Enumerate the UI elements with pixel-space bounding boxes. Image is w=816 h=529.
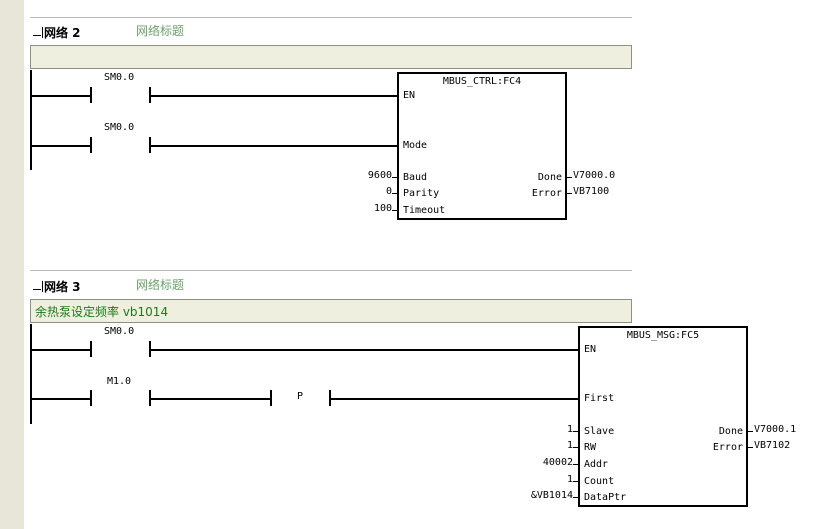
network-title[interactable]: 网络标题 [136,278,185,292]
block-name: MBUS_MSG:FC5 [626,330,700,341]
operand-dataptr[interactable]: &VB1014 [530,490,573,501]
output-pin-done: Done [718,426,743,437]
power-rail [30,70,32,170]
operand-baud[interactable]: 9600 [367,170,392,181]
network-separator [30,270,632,271]
contact-address: M1.0 [107,376,132,387]
contact-address: SM0.0 [104,122,135,133]
input-pin-first: First [584,393,615,404]
output-pin-error: Error [712,442,743,453]
editor-left-gutter [0,0,24,529]
operand-slave[interactable]: 1 [566,424,573,435]
positive-edge-contact[interactable] [270,390,272,406]
operand-count[interactable]: 1 [566,474,573,485]
collapse-toggle-icon[interactable] [32,281,43,292]
input-pin-slave: Slave [584,426,615,437]
operand-addr[interactable]: 40002 [542,457,573,468]
input-pin-count: Count [584,476,615,487]
input-pin-mode: Mode [403,140,428,151]
block-name: MBUS_CTRL:FC4 [442,76,522,87]
operand-rw[interactable]: 1 [566,440,573,451]
network-comment-text: 余热泵设定频率 vb1014 [35,305,169,319]
operand-timeout[interactable]: 100 [373,203,392,214]
input-pin-baud: Baud [403,172,428,183]
input-pin-addr: Addr [584,459,609,470]
operand-error[interactable]: VB7100 [573,186,610,197]
input-pin-en: EN [584,344,597,355]
contact-address: SM0.0 [104,326,135,337]
normally-open-contact[interactable] [90,137,92,153]
output-pin-done: Done [537,172,562,183]
network-comment[interactable] [30,45,632,69]
operand-error[interactable]: VB7102 [754,440,791,451]
normally-open-contact[interactable] [90,341,92,357]
network-separator [30,17,632,18]
input-pin-timeout: Timeout [403,205,446,216]
network-label: 网络 2 [44,26,81,40]
operand-parity[interactable]: 0 [385,186,392,197]
operand-done[interactable]: V7000.0 [573,170,616,181]
input-pin-en: EN [403,90,416,101]
network-title[interactable]: 网络标题 [136,24,185,38]
function-block-mbus-ctrl[interactable]: MBUS_CTRL:FC4 EN Mode Baud Parity Timeou… [397,72,567,220]
network-comment[interactable]: 余热泵设定频率 vb1014 [30,299,632,323]
input-pin-parity: Parity [403,188,440,199]
contact-address: SM0.0 [104,72,135,83]
edge-label: P [297,391,304,402]
operand-done[interactable]: V7000.1 [754,424,797,435]
power-rail [30,324,32,424]
normally-open-contact[interactable] [90,87,92,103]
network-label: 网络 3 [44,280,81,294]
normally-open-contact[interactable] [90,390,92,406]
input-pin-dataptr: DataPtr [584,492,627,503]
output-pin-error: Error [531,188,562,199]
input-pin-rw: RW [584,442,597,453]
collapse-toggle-icon[interactable] [32,27,43,38]
function-block-mbus-msg[interactable]: MBUS_MSG:FC5 EN First Slave RW Addr Coun… [578,326,748,507]
